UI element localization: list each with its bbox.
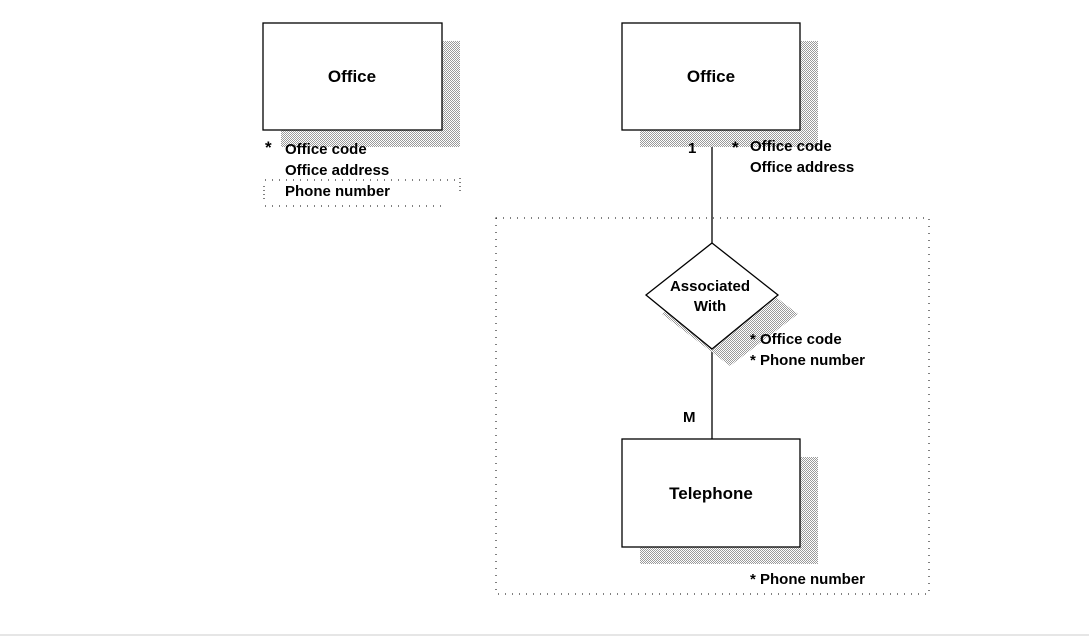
cardinality-telephone-side: M xyxy=(683,409,696,426)
right-office-key-marker: * xyxy=(732,138,739,157)
left-office-attr-office-code: Office code xyxy=(285,141,367,158)
cardinality-office-side: 1 xyxy=(688,140,696,157)
relationship-attr-phone-number: * Phone number xyxy=(750,352,865,369)
left-office-entity: Office * Office code Office address Phon… xyxy=(262,22,461,207)
left-office-title: Office xyxy=(328,67,376,86)
left-office-attr-office-address: Office address xyxy=(285,162,389,179)
relationship-diamond xyxy=(644,242,780,350)
relationship-label-line1: Associated xyxy=(670,278,750,295)
right-office-attr-office-address: Office address xyxy=(750,159,854,176)
telephone-entity: Telephone * Phone number xyxy=(621,438,865,588)
telephone-title: Telephone xyxy=(669,484,753,503)
right-office-attr-office-code: Office code xyxy=(750,138,832,155)
left-office-attr-phone-number: Phone number xyxy=(285,183,390,200)
associated-with-relationship: Associated With * Office code * Phone nu… xyxy=(644,242,865,369)
left-office-box xyxy=(262,22,443,131)
right-office-box xyxy=(621,22,801,131)
relationship-label-line2: With xyxy=(694,298,726,315)
right-office-title: Office xyxy=(687,67,735,86)
left-office-key-marker: * xyxy=(265,138,272,157)
telephone-box xyxy=(621,438,801,548)
telephone-key-attribute: * Phone number xyxy=(750,571,865,588)
relationship-attr-office-code: * Office code xyxy=(750,331,842,348)
right-office-entity: Office * Office code Office address xyxy=(621,22,854,176)
